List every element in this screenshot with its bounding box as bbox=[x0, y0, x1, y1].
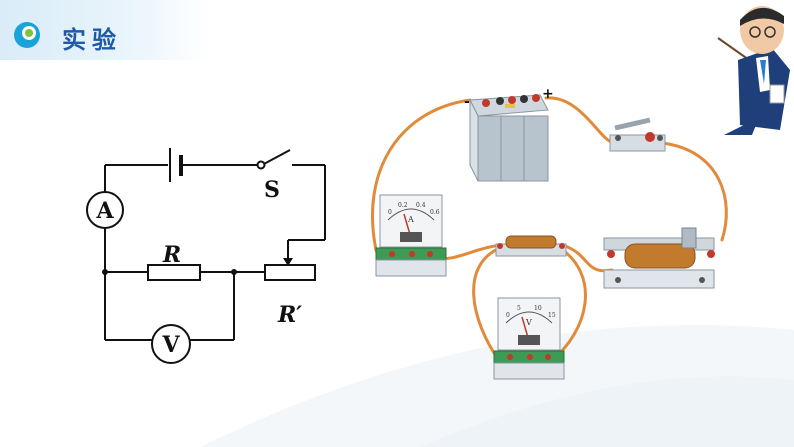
ammeter-scale-tick: 0.4 bbox=[416, 202, 426, 209]
voltmeter-face-label: V bbox=[525, 318, 532, 327]
voltmeter-scale-tick: 15 bbox=[548, 312, 556, 319]
voltmeter-symbol bbox=[151, 324, 191, 364]
voltmeter-scale-tick: 10 bbox=[534, 305, 542, 312]
ammeter-face-label: A bbox=[407, 215, 414, 224]
resistor-symbol bbox=[147, 264, 201, 281]
junction-dot bbox=[102, 269, 108, 275]
voltmeter-scale-tick: 0 bbox=[506, 312, 510, 319]
page-title: 实验 bbox=[62, 26, 122, 54]
ammeter-scale-tick: 0 bbox=[388, 209, 392, 216]
ammeter-scale-tick: 0.2 bbox=[398, 202, 408, 209]
knife-switch bbox=[609, 117, 666, 152]
switch-label: S bbox=[264, 177, 280, 203]
battery-negative-label: - bbox=[464, 94, 470, 110]
junction-dot bbox=[231, 269, 237, 275]
sliding-rheostat bbox=[603, 227, 715, 289]
ammeter-device bbox=[375, 194, 447, 277]
rheostat-symbol bbox=[264, 264, 316, 281]
voltmeter-label: V bbox=[161, 332, 180, 358]
voltmeter-device bbox=[493, 297, 565, 380]
ammeter-symbol bbox=[86, 191, 124, 229]
rheostat-label: R′ bbox=[277, 302, 302, 328]
logo-icon bbox=[14, 22, 40, 48]
resistor-label: R bbox=[162, 242, 181, 268]
switch-contact bbox=[256, 160, 266, 170]
battery-pack bbox=[469, 94, 549, 182]
rheostat-slider-arrow bbox=[283, 258, 293, 266]
battery-positive-label: + bbox=[542, 86, 554, 102]
ammeter-label: A bbox=[95, 198, 114, 224]
ammeter-scale-tick: 0.6 bbox=[430, 209, 440, 216]
voltmeter-scale-tick: 5 bbox=[517, 305, 521, 312]
teacher-cartoon bbox=[717, 6, 790, 135]
resistor-component bbox=[495, 235, 567, 257]
